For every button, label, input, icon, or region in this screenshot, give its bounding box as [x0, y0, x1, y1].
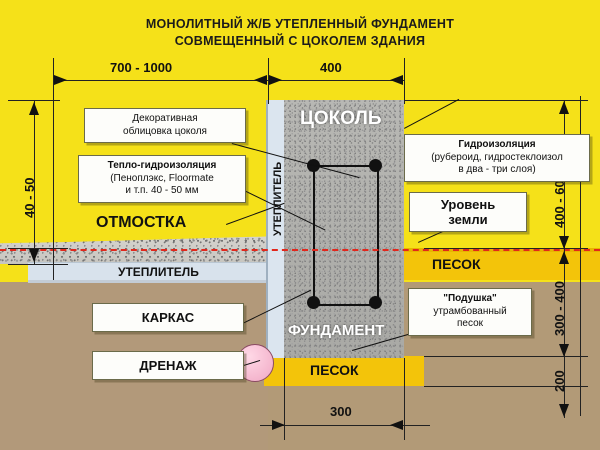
- dim-label-left-vertical: 40 - 50: [22, 177, 37, 218]
- sand-cushion-layer: [264, 356, 424, 386]
- callout-facade[interactable]: Декоративная облицовка цоколя: [84, 108, 246, 143]
- extension-line-bottom-right: [404, 358, 405, 440]
- label-horizontal-insulation: УТЕПЛИТЕЛЬ: [118, 265, 199, 279]
- dim-label-right-lower: 200: [552, 370, 567, 392]
- callout-cushion-line-3: песок: [456, 318, 484, 329]
- callout-cushion-line-1: "Подушка": [443, 293, 497, 304]
- callout-ground-level[interactable]: Уровень земли: [409, 192, 527, 232]
- callout-cushion-line-2: утрамбованный: [433, 305, 507, 317]
- vertical-insulation-strip: [268, 100, 284, 358]
- horizontal-insulation-shadow: [28, 280, 284, 283]
- callout-thermal-line-2: (Пеноплэкс, Floormate: [110, 172, 214, 184]
- concrete-foundation-body: [284, 100, 404, 358]
- label-sand-cushion: ПЕСОК: [310, 362, 359, 378]
- rebar-cage: [313, 165, 379, 306]
- extension-tick-right-top: [404, 100, 588, 101]
- label-blind-area: ОТМОСТКА: [96, 214, 187, 231]
- dim-arrow-left-down: [29, 249, 39, 262]
- label-plinth: ЦОКОЛЬ: [300, 108, 382, 129]
- callout-sand-cushion[interactable]: "Подушка" утрамбованный песок: [408, 288, 532, 336]
- title-line-1: МОНОЛИТНЫЙ Ж/Б УТЕПЛЕННЫЙ ФУНДАМЕНТ: [145, 17, 455, 31]
- title-line-2: СОВМЕЩЕННЫЙ С ЦОКОЛЕМ ЗДАНИЯ: [174, 34, 426, 48]
- dim-line-top-left: [53, 80, 268, 81]
- label-foundation: ФУНДАМЕНТ: [288, 322, 385, 339]
- dim-arrow-top-right-end: [390, 75, 403, 85]
- callout-drainage-label: ДРЕНАЖ: [139, 358, 197, 373]
- extension-line-plinth-left: [268, 58, 269, 104]
- dim-arrow-right-upper-up: [559, 101, 569, 114]
- dim-arrow-bottom-right: [390, 420, 403, 430]
- dim-arrow-top-left-start: [54, 75, 67, 85]
- callout-drainage[interactable]: ДРЕНАЖ: [92, 351, 244, 380]
- callout-thermal-line-1: Тепло-гидроизоляция: [107, 160, 217, 171]
- dim-label-right-middle: 300 - 400: [552, 281, 567, 336]
- callout-thermal-line-3: и т.п. 40 - 50 мм: [125, 185, 199, 196]
- dim-arrow-bottom-left: [272, 420, 285, 430]
- callout-ground-level-line-2: земли: [448, 212, 488, 227]
- callout-waterproofing-line-2: (рубероид, гидростеклоизол: [431, 151, 563, 163]
- dim-line-left-vertical: [34, 100, 35, 264]
- diagram-title: МОНОЛИТНЫЙ Ж/Б УТЕПЛЕННЫЙ ФУНДАМЕНТ СОВМ…: [0, 16, 600, 50]
- callout-frame[interactable]: КАРКАС: [92, 303, 244, 332]
- rebar-bar-bottom-right: [369, 296, 382, 309]
- dim-arrow-top-left-end: [254, 75, 267, 85]
- callout-waterproofing-line-3: в два - три слоя): [458, 164, 536, 175]
- extension-line-plinth-right: [404, 58, 405, 104]
- rebar-bar-top-right: [369, 159, 382, 172]
- leader-waterproofing: [404, 98, 460, 130]
- dim-arrow-right-upper-down: [559, 236, 569, 249]
- callout-facade-line-1: Декоративная: [132, 113, 198, 124]
- dim-label-top-left: 700 - 1000: [110, 60, 173, 75]
- extension-tick-left-grade: [8, 248, 68, 249]
- label-vertical-insulation: УТЕПЛИТЕЛЬ: [272, 161, 284, 236]
- dim-line-bottom: [260, 425, 430, 426]
- dim-arrow-right-lower-down: [559, 404, 569, 417]
- horizontal-insulation-layer: [28, 262, 284, 283]
- callout-waterproofing[interactable]: Гидроизоляция (рубероид, гидростеклоизол…: [404, 134, 590, 182]
- dim-line-top-right: [268, 80, 404, 81]
- rebar-bar-bottom-left: [307, 296, 320, 309]
- dim-arrow-left-up: [29, 102, 39, 115]
- extension-tick-right-grade: [424, 248, 588, 249]
- extension-line-bottom-left: [284, 358, 285, 440]
- callout-frame-label: КАРКАС: [141, 310, 195, 325]
- callout-thermal-insulation[interactable]: Тепло-гидроизоляция (Пеноплэкс, Floormat…: [78, 155, 246, 203]
- extension-tick-right-bottom: [424, 386, 588, 387]
- extension-line-right-outer: [580, 96, 581, 416]
- callout-facade-line-2: облицовка цоколя: [123, 125, 207, 137]
- dim-line-right-middle: [564, 250, 565, 358]
- callout-waterproofing-line-1: Гидроизоляция: [458, 139, 536, 150]
- dim-arrow-right-middle-up: [559, 251, 569, 264]
- dim-line-right-lower: [564, 358, 565, 418]
- callout-ground-level-line-1: Уровень: [440, 197, 496, 212]
- dim-arrow-top-right-start: [269, 75, 282, 85]
- dim-label-top-right: 400: [320, 60, 342, 75]
- dim-arrow-right-middle-down: [559, 344, 569, 357]
- extension-tick-left-insul: [8, 264, 68, 265]
- ground-level-line: [0, 249, 600, 251]
- dim-label-bottom: 300: [330, 404, 352, 419]
- extension-line-left-outer: [53, 58, 54, 280]
- vertical-insulation-edge: [266, 100, 268, 358]
- extension-tick-right-base: [424, 356, 588, 357]
- label-sand-right: ПЕСОК: [432, 256, 481, 272]
